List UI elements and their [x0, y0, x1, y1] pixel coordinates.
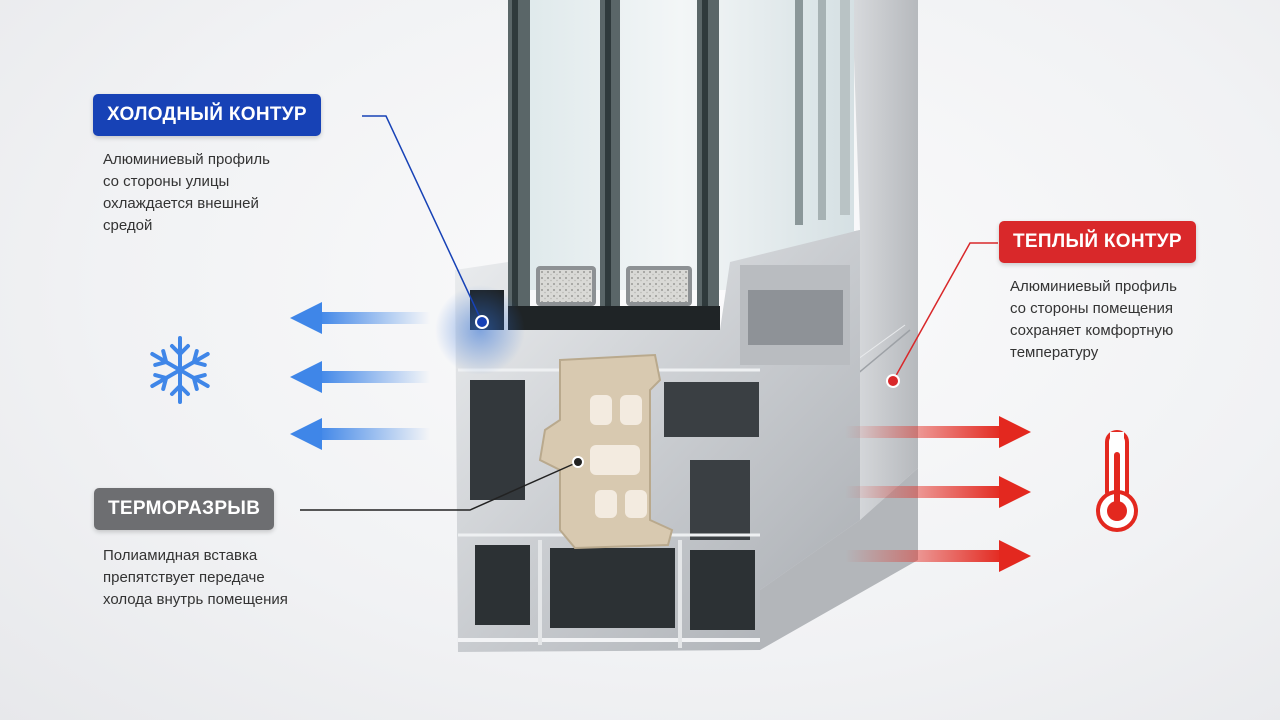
polyamide-thermal-break: [538, 353, 674, 550]
thermal-break-description: Полиамидная вставка препятствует передач…: [103, 545, 363, 611]
description-line: охлаждается внешней: [103, 195, 259, 212]
warm-arrow: [845, 476, 1031, 508]
description-line: холода внутрь помещения: [103, 591, 288, 608]
cold-arrow: [290, 418, 430, 450]
warm-contour-description: Алюминиевый профиль со стороны помещения…: [1010, 276, 1240, 364]
cold-contour-description: Алюминиевый профиль со стороны улицы охл…: [103, 149, 333, 237]
warm-flow-arrows: [845, 416, 1031, 572]
snowflake-icon: [150, 336, 210, 404]
cold-arrow: [290, 361, 430, 393]
warm-arrow: [845, 416, 1031, 448]
cold-contour-label: ХОЛОДНЫЙ КОНТУР: [93, 94, 321, 136]
thermometer-icon: [1096, 430, 1138, 532]
warm-contour-label: ТЕПЛЫЙ КОНТУР: [999, 221, 1196, 263]
cold-zone-glow: [435, 285, 525, 375]
description-line: Полиамидная вставка: [103, 547, 258, 564]
aluminium-profile-section: [455, 230, 860, 652]
description-line: температуру: [1010, 344, 1099, 361]
triple-glazing: [508, 0, 854, 330]
description-line: Алюминиевый профиль: [103, 151, 270, 168]
thermal-break-label: ТЕРМОРАЗРЫВ: [94, 488, 275, 530]
description-line: средой: [103, 217, 153, 234]
description-line: со стороны помещения: [1010, 300, 1174, 317]
description-line: со стороны улицы: [103, 173, 230, 190]
description-line: сохраняет комфортную: [1010, 322, 1174, 339]
description-line: Алюминиевый профиль: [1010, 278, 1177, 295]
cold-flow-arrows: [290, 302, 430, 450]
leader-lines: [300, 115, 998, 511]
description-line: препятствует передаче: [103, 569, 265, 586]
warm-arrow: [845, 540, 1031, 572]
cold-arrow: [290, 302, 430, 334]
